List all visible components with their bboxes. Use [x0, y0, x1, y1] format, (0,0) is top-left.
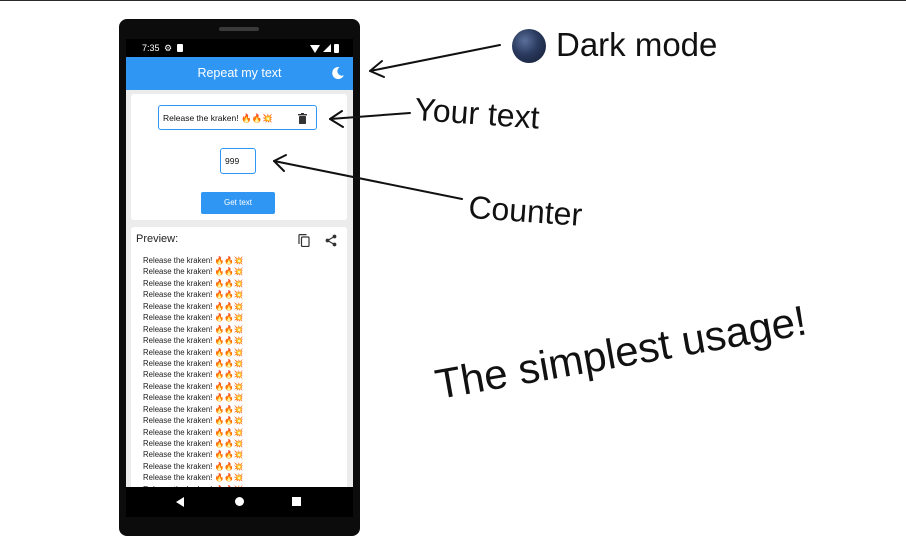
settings-gear-icon: ⚙ — [164, 43, 173, 53]
preview-line: Release the kraken! 🔥🔥💥 — [143, 347, 244, 357]
text-input[interactable]: Release the kraken! 🔥🔥💥 — [158, 105, 317, 130]
share-icon[interactable] — [325, 234, 337, 247]
battery-icon — [334, 43, 339, 53]
preview-line: Release the kraken! 🔥🔥💥 — [143, 336, 244, 346]
get-text-button[interactable]: Get text — [201, 192, 275, 214]
preview-line: Release the kraken! 🔥🔥💥 — [143, 416, 244, 426]
recents-square-icon[interactable] — [292, 497, 301, 506]
app-body: Release the kraken! 🔥🔥💥 999 Get text Pre… — [126, 90, 353, 509]
preview-line: Release the kraken! 🔥🔥💥 — [143, 404, 244, 414]
text-input-value: Release the kraken! 🔥🔥💥 — [163, 113, 273, 123]
status-icons — [310, 39, 339, 57]
phone-speaker — [219, 27, 259, 31]
phone-screen: 7:35 ⚙ Repeat my text Release the kraken… — [126, 39, 353, 509]
dark-moon-icon — [512, 29, 546, 63]
copy-icon[interactable] — [298, 234, 310, 247]
preview-line: Release the kraken! 🔥🔥💥 — [143, 450, 244, 460]
preview-line: Release the kraken! 🔥🔥💥 — [143, 473, 244, 483]
annotation-simplest-usage: The simplest usage! — [431, 296, 810, 409]
preview-line: Release the kraken! 🔥🔥💥 — [143, 381, 244, 391]
preview-line: Release the kraken! 🔥🔥💥 — [143, 439, 244, 448]
android-nav-bar — [126, 487, 353, 517]
input-card: Release the kraken! 🔥🔥💥 999 Get text — [131, 94, 347, 220]
home-circle-icon[interactable] — [235, 497, 244, 506]
annotation-dark-mode: Dark mode — [556, 26, 718, 63]
preview-list: Release the kraken! 🔥🔥💥Release the krake… — [143, 255, 244, 507]
app-title: Repeat my text — [197, 66, 282, 80]
preview-line: Release the kraken! 🔥🔥💥 — [143, 324, 244, 334]
wifi-icon — [310, 45, 320, 53]
trash-icon[interactable] — [298, 113, 307, 124]
counter-input-value: 999 — [225, 156, 240, 166]
annotation-counter: Counter — [467, 188, 584, 233]
counter-input[interactable]: 999 — [220, 148, 256, 174]
status-bar: 7:35 ⚙ — [126, 39, 353, 57]
preview-line: Release the kraken! 🔥🔥💥 — [143, 313, 244, 323]
moon-icon[interactable] — [331, 66, 345, 80]
app-bar: Repeat my text — [126, 57, 353, 90]
phone-frame: 7:35 ⚙ Repeat my text Release the kraken… — [119, 19, 360, 536]
preview-line: Release the kraken! 🔥🔥💥 — [143, 393, 244, 403]
status-time: 7:35 — [142, 43, 160, 53]
preview-label: Preview: — [136, 233, 179, 245]
preview-line: Release the kraken! 🔥🔥💥 — [143, 358, 244, 368]
sd-card-icon — [177, 44, 183, 52]
preview-line: Release the kraken! 🔥🔥💥 — [143, 267, 244, 277]
back-triangle-icon[interactable] — [176, 497, 184, 507]
preview-card: Preview: Release the kraken! 🔥🔥💥Release … — [131, 227, 347, 509]
preview-line: Release the kraken! 🔥🔥💥 — [143, 290, 244, 300]
preview-line: Release the kraken! 🔥🔥💥 — [143, 427, 244, 437]
annotation-your-text: Your text — [413, 90, 541, 136]
preview-line: Release the kraken! 🔥🔥💥 — [143, 370, 244, 380]
preview-line: Release the kraken! 🔥🔥💥 — [143, 278, 244, 288]
preview-line: Release the kraken! 🔥🔥💥 — [143, 256, 244, 265]
signal-icon — [323, 44, 331, 52]
arrow-dark-mode — [369, 44, 501, 78]
preview-line: Release the kraken! 🔥🔥💥 — [143, 301, 244, 311]
preview-line: Release the kraken! 🔥🔥💥 — [143, 461, 244, 471]
